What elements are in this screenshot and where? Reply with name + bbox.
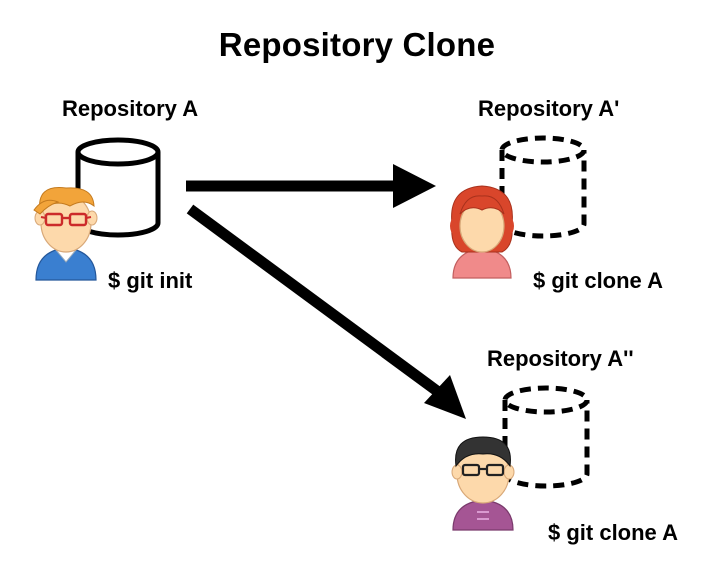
arrow-diagonal-icon [186, 204, 466, 419]
repo-a-command: $ git init [108, 268, 193, 293]
repository-a-prime-cylinder-icon [499, 135, 587, 239]
user-avatar-pink-icon [450, 185, 514, 279]
user-avatar-blue-icon [33, 187, 98, 281]
arrow-right-icon [186, 164, 436, 208]
repo-a-double-prime-command: $ git clone A [548, 520, 678, 545]
repository-a-double-prime-cylinder-icon [502, 385, 590, 489]
repo-a-prime-command: $ git clone A [533, 268, 663, 293]
user-avatar-purple-icon [451, 436, 515, 531]
repo-a-label: Repository A [62, 96, 199, 121]
diagram-title: Repository Clone [218, 26, 496, 63]
repo-a-double-prime-label: Repository A'' [487, 346, 634, 371]
repo-a-prime-label: Repository A' [478, 96, 620, 121]
